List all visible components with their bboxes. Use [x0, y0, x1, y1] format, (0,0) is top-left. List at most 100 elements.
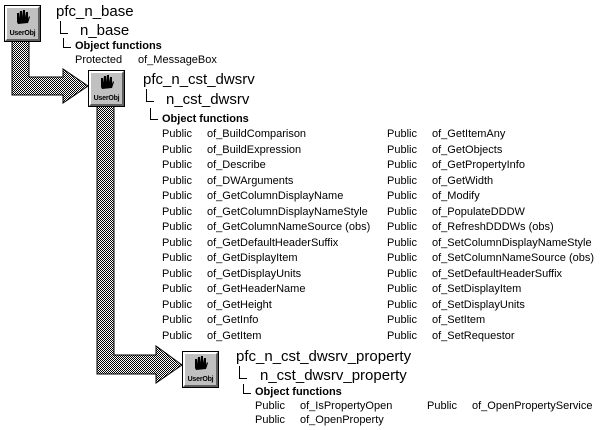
function-scope: Public: [387, 329, 417, 342]
function-scope: Public: [427, 400, 457, 412]
function-scope: Public: [387, 159, 417, 171]
function-name: of_BuildExpression: [207, 143, 302, 156]
bracket-line: [146, 89, 154, 102]
bracket-line: [243, 384, 251, 394]
function-scope: Public: [162, 314, 192, 326]
function-row: Public of_PopulateDDDW: [387, 206, 525, 219]
function-scope: Public: [162, 298, 192, 311]
function-name: of_GetDefaultHeaderSuffix: [207, 236, 339, 249]
function-name: of_IsPropertyOpen: [300, 400, 393, 412]
function-scope: Protected: [75, 54, 123, 66]
function-row: Public of_SetDisplayItem: [387, 283, 521, 296]
function-scope: Public: [387, 314, 417, 326]
function-scope: Public: [387, 298, 417, 311]
function-scope: Public: [162, 159, 192, 171]
icon-caption: UserObj: [187, 376, 214, 383]
function-row: Public of_DWArguments: [162, 175, 293, 188]
function-row: Public of_SetColumnDisplayNameStyle: [387, 237, 592, 250]
function-row: Public of_GetColumnDisplayNameStyle: [162, 206, 368, 219]
function-scope: Public: [162, 128, 192, 140]
function-scope: Public: [387, 267, 417, 280]
extension-object-name: n_cst_dwsrv: [166, 91, 250, 108]
bracket-line: [63, 38, 71, 48]
pfc-object-name: pfc_n_cst_dwsrv: [143, 71, 255, 88]
function-row: Public of_BuildExpression: [162, 144, 301, 157]
function-name: of_PopulateDDDW: [432, 205, 525, 218]
function-scope: Public: [387, 252, 417, 264]
function-name: of_Modify: [432, 190, 480, 202]
pfc-object-name: pfc_n_cst_dwsrv_property: [236, 348, 412, 365]
extension-object-name: n_base: [80, 22, 130, 39]
function-name: of_Describe: [207, 159, 266, 171]
function-row: Public of_Describe: [162, 159, 266, 172]
bracket-line: [60, 21, 68, 34]
pfc-object-name: pfc_n_base: [56, 3, 134, 20]
function-name: of_GetObjects: [432, 143, 503, 156]
function-name: of_GetHeaderName: [207, 283, 306, 295]
function-name: of_GetPropertyInfo: [432, 159, 525, 171]
function-scope: Public: [387, 143, 417, 156]
inheritance-arrow-2: [96, 105, 183, 384]
function-row: Public of_SetDefaultHeaderSuffix: [387, 268, 562, 281]
function-row: Public of_Modify: [387, 190, 480, 203]
icon-caption: UserObj: [93, 95, 120, 102]
userobj-glyph-icon: [17, 10, 30, 24]
function-name: of_SetDisplayItem: [432, 283, 522, 295]
function-name: of_GetDisplayItem: [207, 252, 298, 264]
function-name: of_OpenPropertyService: [472, 400, 593, 412]
function-row: Public of_GetDefaultHeaderSuffix: [162, 237, 338, 250]
function-row: Public of_GetHeaderName: [162, 283, 305, 296]
function-name: of_GetInfo: [207, 314, 259, 326]
function-scope: Public: [387, 221, 417, 233]
function-row: Public of_GetObjects: [387, 144, 502, 157]
icon-caption: UserObj: [9, 30, 36, 37]
function-name: of_GetColumnDisplayName: [207, 190, 344, 202]
function-scope: Public: [162, 174, 192, 187]
function-scope: Public: [387, 236, 417, 249]
function-scope: Public: [255, 414, 285, 426]
function-scope: Public: [387, 128, 417, 140]
section-header: Object functions: [255, 386, 342, 398]
extension-object-name: n_cst_dwsrv_property: [260, 367, 407, 384]
function-scope: Public: [387, 190, 417, 202]
function-scope: Public: [162, 283, 192, 295]
function-scope: Public: [387, 205, 417, 218]
function-scope: Public: [162, 221, 192, 233]
function-row: Public of_SetDisplayUnits: [387, 299, 525, 312]
function-name: of_SetColumnDisplayNameStyle: [432, 236, 592, 249]
function-scope: Public: [162, 205, 192, 218]
function-name: of_GetHeight: [207, 298, 272, 311]
function-scope: Public: [162, 143, 192, 156]
userobj-icon[interactable]: UserObj: [182, 351, 219, 388]
function-row: Public of_GetInfo: [162, 314, 258, 327]
function-name: of_DWArguments: [207, 174, 294, 187]
function-name: of_SetDefaultHeaderSuffix: [432, 267, 563, 280]
function-scope: Public: [162, 267, 192, 280]
function-name: of_GetColumnDisplayNameStyle: [207, 205, 368, 218]
function-scope: Public: [162, 252, 192, 264]
userobj-icon[interactable]: UserObj: [88, 70, 125, 107]
section-header: Object functions: [162, 113, 249, 125]
function-row: Public of_GetPropertyInfo: [387, 159, 525, 172]
inheritance-arrow-1: [11, 40, 89, 104]
userobj-icon[interactable]: UserObj: [4, 5, 41, 42]
function-name: of_MessageBox: [138, 54, 217, 66]
function-name: of_GetDisplayUnits: [207, 267, 302, 280]
function-name: of_GetItemAny: [432, 128, 506, 140]
function-scope: Public: [387, 283, 417, 295]
function-name: of_SetDisplayUnits: [432, 298, 525, 311]
function-row: Protected of_MessageBox: [75, 54, 217, 67]
function-row: Public of_GetDisplayItem: [162, 252, 297, 265]
function-scope: Public: [162, 236, 192, 249]
function-name: of_GetWidth: [432, 174, 494, 187]
bracket-line: [239, 366, 247, 379]
